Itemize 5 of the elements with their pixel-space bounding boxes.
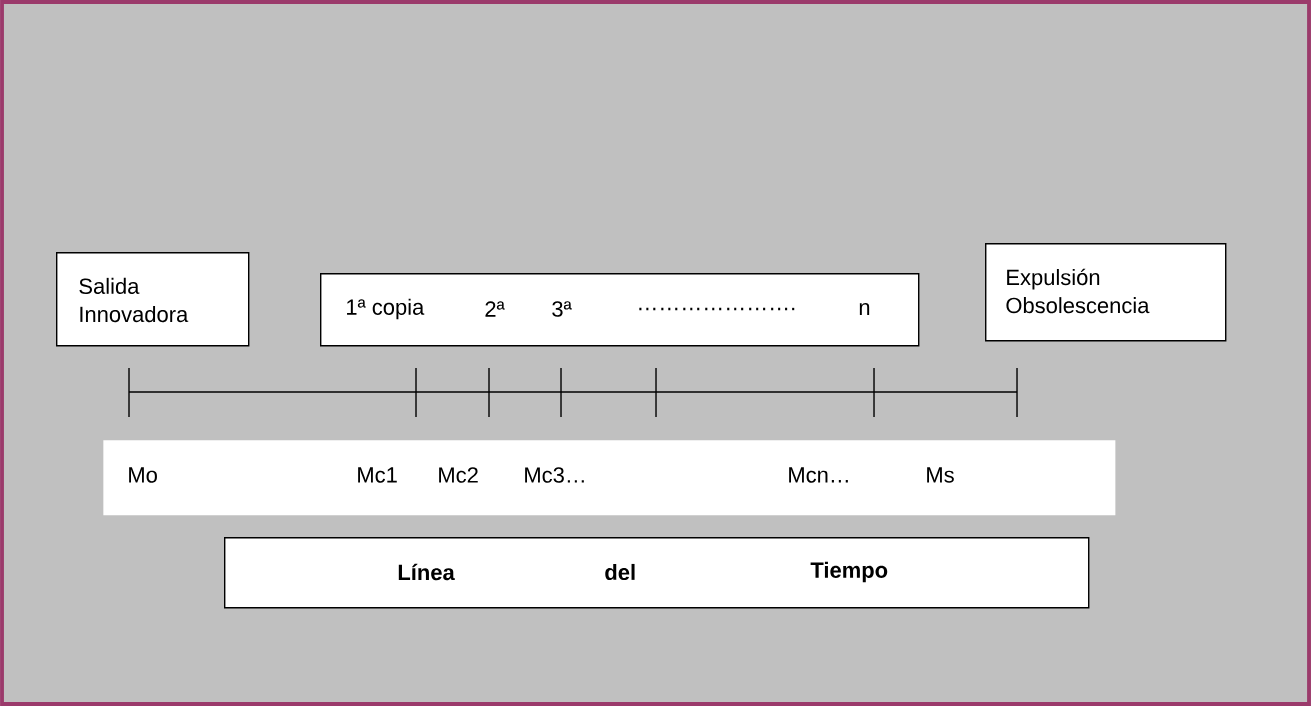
text-box: Línea del Tiempo <box>224 537 1090 609</box>
text-box: Expulsión Obsolescencia <box>985 243 1227 342</box>
text-box: Salida Innovadora <box>56 252 250 347</box>
label-band: Mo Mc1 Mc2 Mc3… Mcn… Ms <box>103 440 1116 516</box>
text-box: 1ª copia 2ª 3ª …………………. n <box>320 273 920 347</box>
